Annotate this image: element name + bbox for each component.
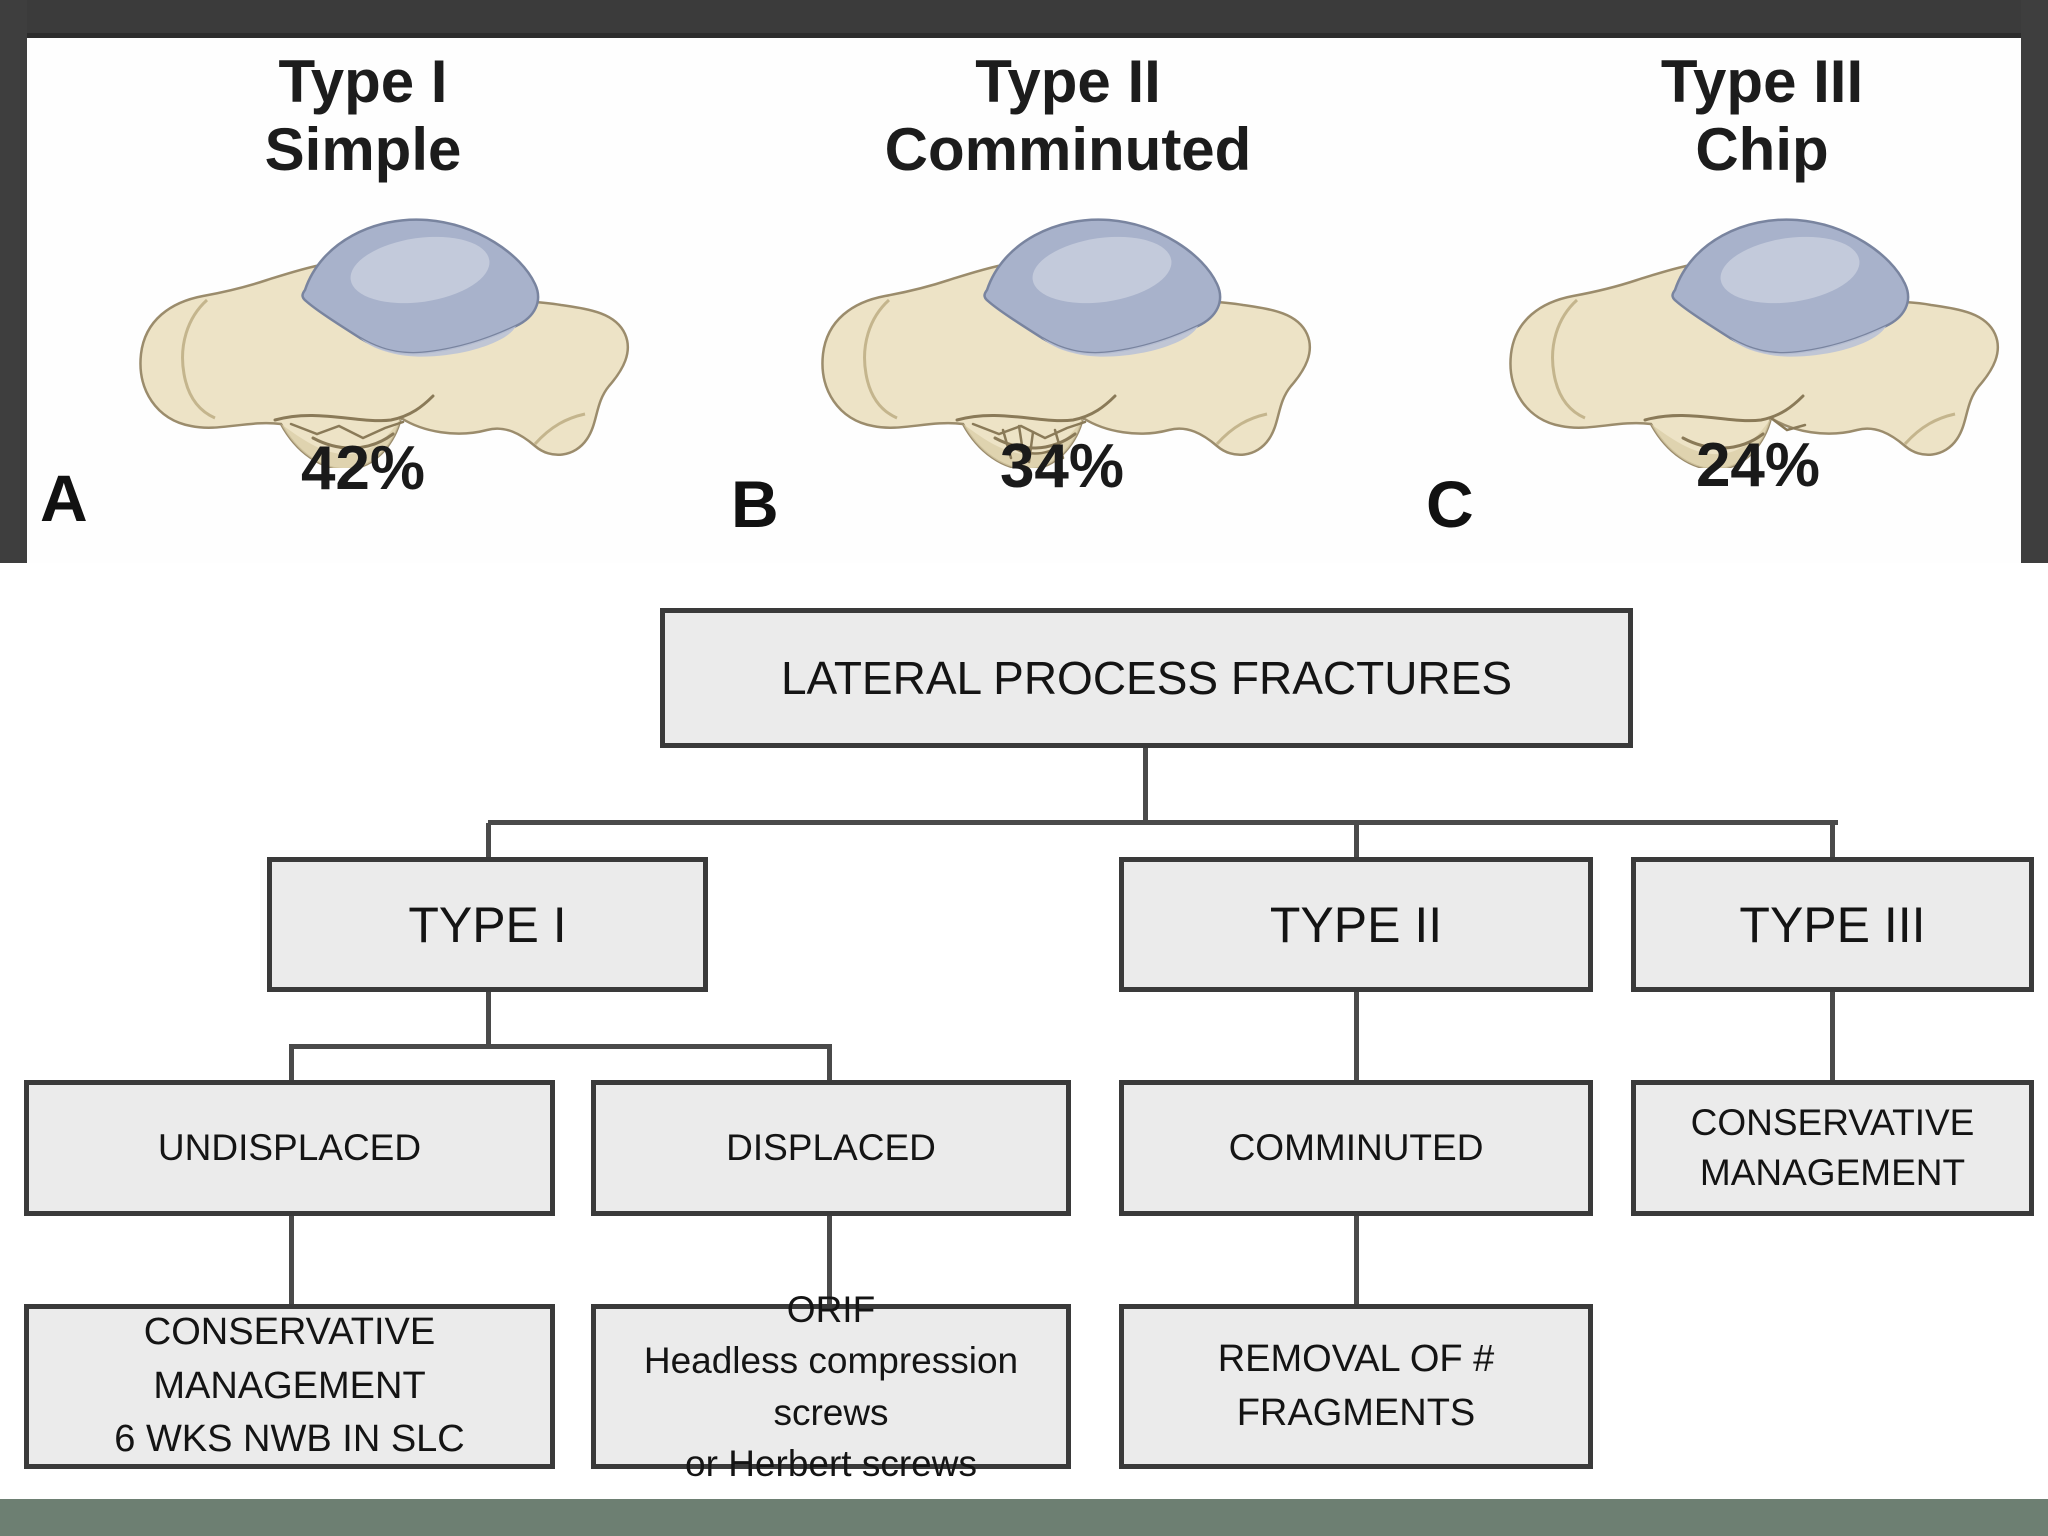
- figure-title-type2: Type II Comminuted: [884, 48, 1252, 183]
- talus-bone-illustration-type2: [797, 178, 1337, 468]
- flowchart-box-comminuted: COMMINUTED: [1119, 1080, 1593, 1216]
- connector-type2-down: [1354, 823, 1359, 859]
- panel-left-border: [0, 0, 27, 563]
- panel-right-border: [2021, 0, 2048, 563]
- fracture-line-chip: [1769, 416, 1807, 432]
- figure-title-type3: Type III Chip: [1660, 48, 1864, 183]
- panel-letter-a: A: [40, 461, 88, 535]
- percent-label-type3: 24%: [1695, 431, 1821, 500]
- flowchart-box-removal-of-fragments: REMOVAL OF # FRAGMENTS: [1119, 1304, 1593, 1469]
- panel-letter-b: B: [731, 467, 779, 541]
- percent-label-type1: 42%: [300, 434, 426, 503]
- percent-label-type2: 34%: [999, 432, 1125, 501]
- connector-displaced-down: [827, 1047, 832, 1080]
- connector-root-down: [1143, 748, 1148, 822]
- panel-letter-c: C: [1426, 467, 1474, 541]
- connector-type1-sub-horizontal: [289, 1044, 832, 1049]
- panel-top-border: [0, 0, 2048, 33]
- connector-type3-management: [1830, 992, 1835, 1080]
- connector-branch-horizontal: [488, 820, 1838, 825]
- flowchart-box-type1: TYPE I: [267, 857, 708, 992]
- connector-type2-comminuted: [1354, 992, 1359, 1080]
- figure-title-type1: Type I Simple: [264, 48, 462, 183]
- connector-displaced-orif: [827, 1216, 832, 1304]
- connector-undisplaced-management: [289, 1216, 294, 1304]
- connector-undisplaced-down: [289, 1047, 294, 1080]
- fracture-line-simple: [289, 420, 405, 440]
- flowchart-box-orif: ORIF Headless compression screws or Herb…: [591, 1289, 1071, 1484]
- flowchart-box-undisplaced-conservative-management: CONSERVATIVE MANAGEMENT 6 WKS NWB IN SLC: [24, 1304, 555, 1469]
- connector-type3-down: [1830, 823, 1835, 859]
- flowchart-box-displaced: DISPLACED: [591, 1080, 1071, 1216]
- flowchart-box-type2: TYPE II: [1119, 857, 1593, 992]
- connector-type1-down: [486, 823, 491, 859]
- talus-bone-illustration-type3: [1485, 178, 2025, 468]
- flowchart-box-undisplaced: UNDISPLACED: [24, 1080, 555, 1216]
- connector-type1-sub-down: [486, 992, 491, 1046]
- fracture-lines-comminuted: [971, 420, 1087, 464]
- flowchart-box-type3: TYPE III: [1631, 857, 2034, 992]
- talus-bone-illustration-type1: [115, 178, 655, 468]
- flowchart-box-root: LATERAL PROCESS FRACTURES: [660, 608, 1633, 748]
- flowchart-box-type3-conservative-management: CONSERVATIVE MANAGEMENT: [1631, 1080, 2034, 1216]
- footer-bar: [0, 1499, 2048, 1536]
- connector-comminuted-removal: [1354, 1216, 1359, 1304]
